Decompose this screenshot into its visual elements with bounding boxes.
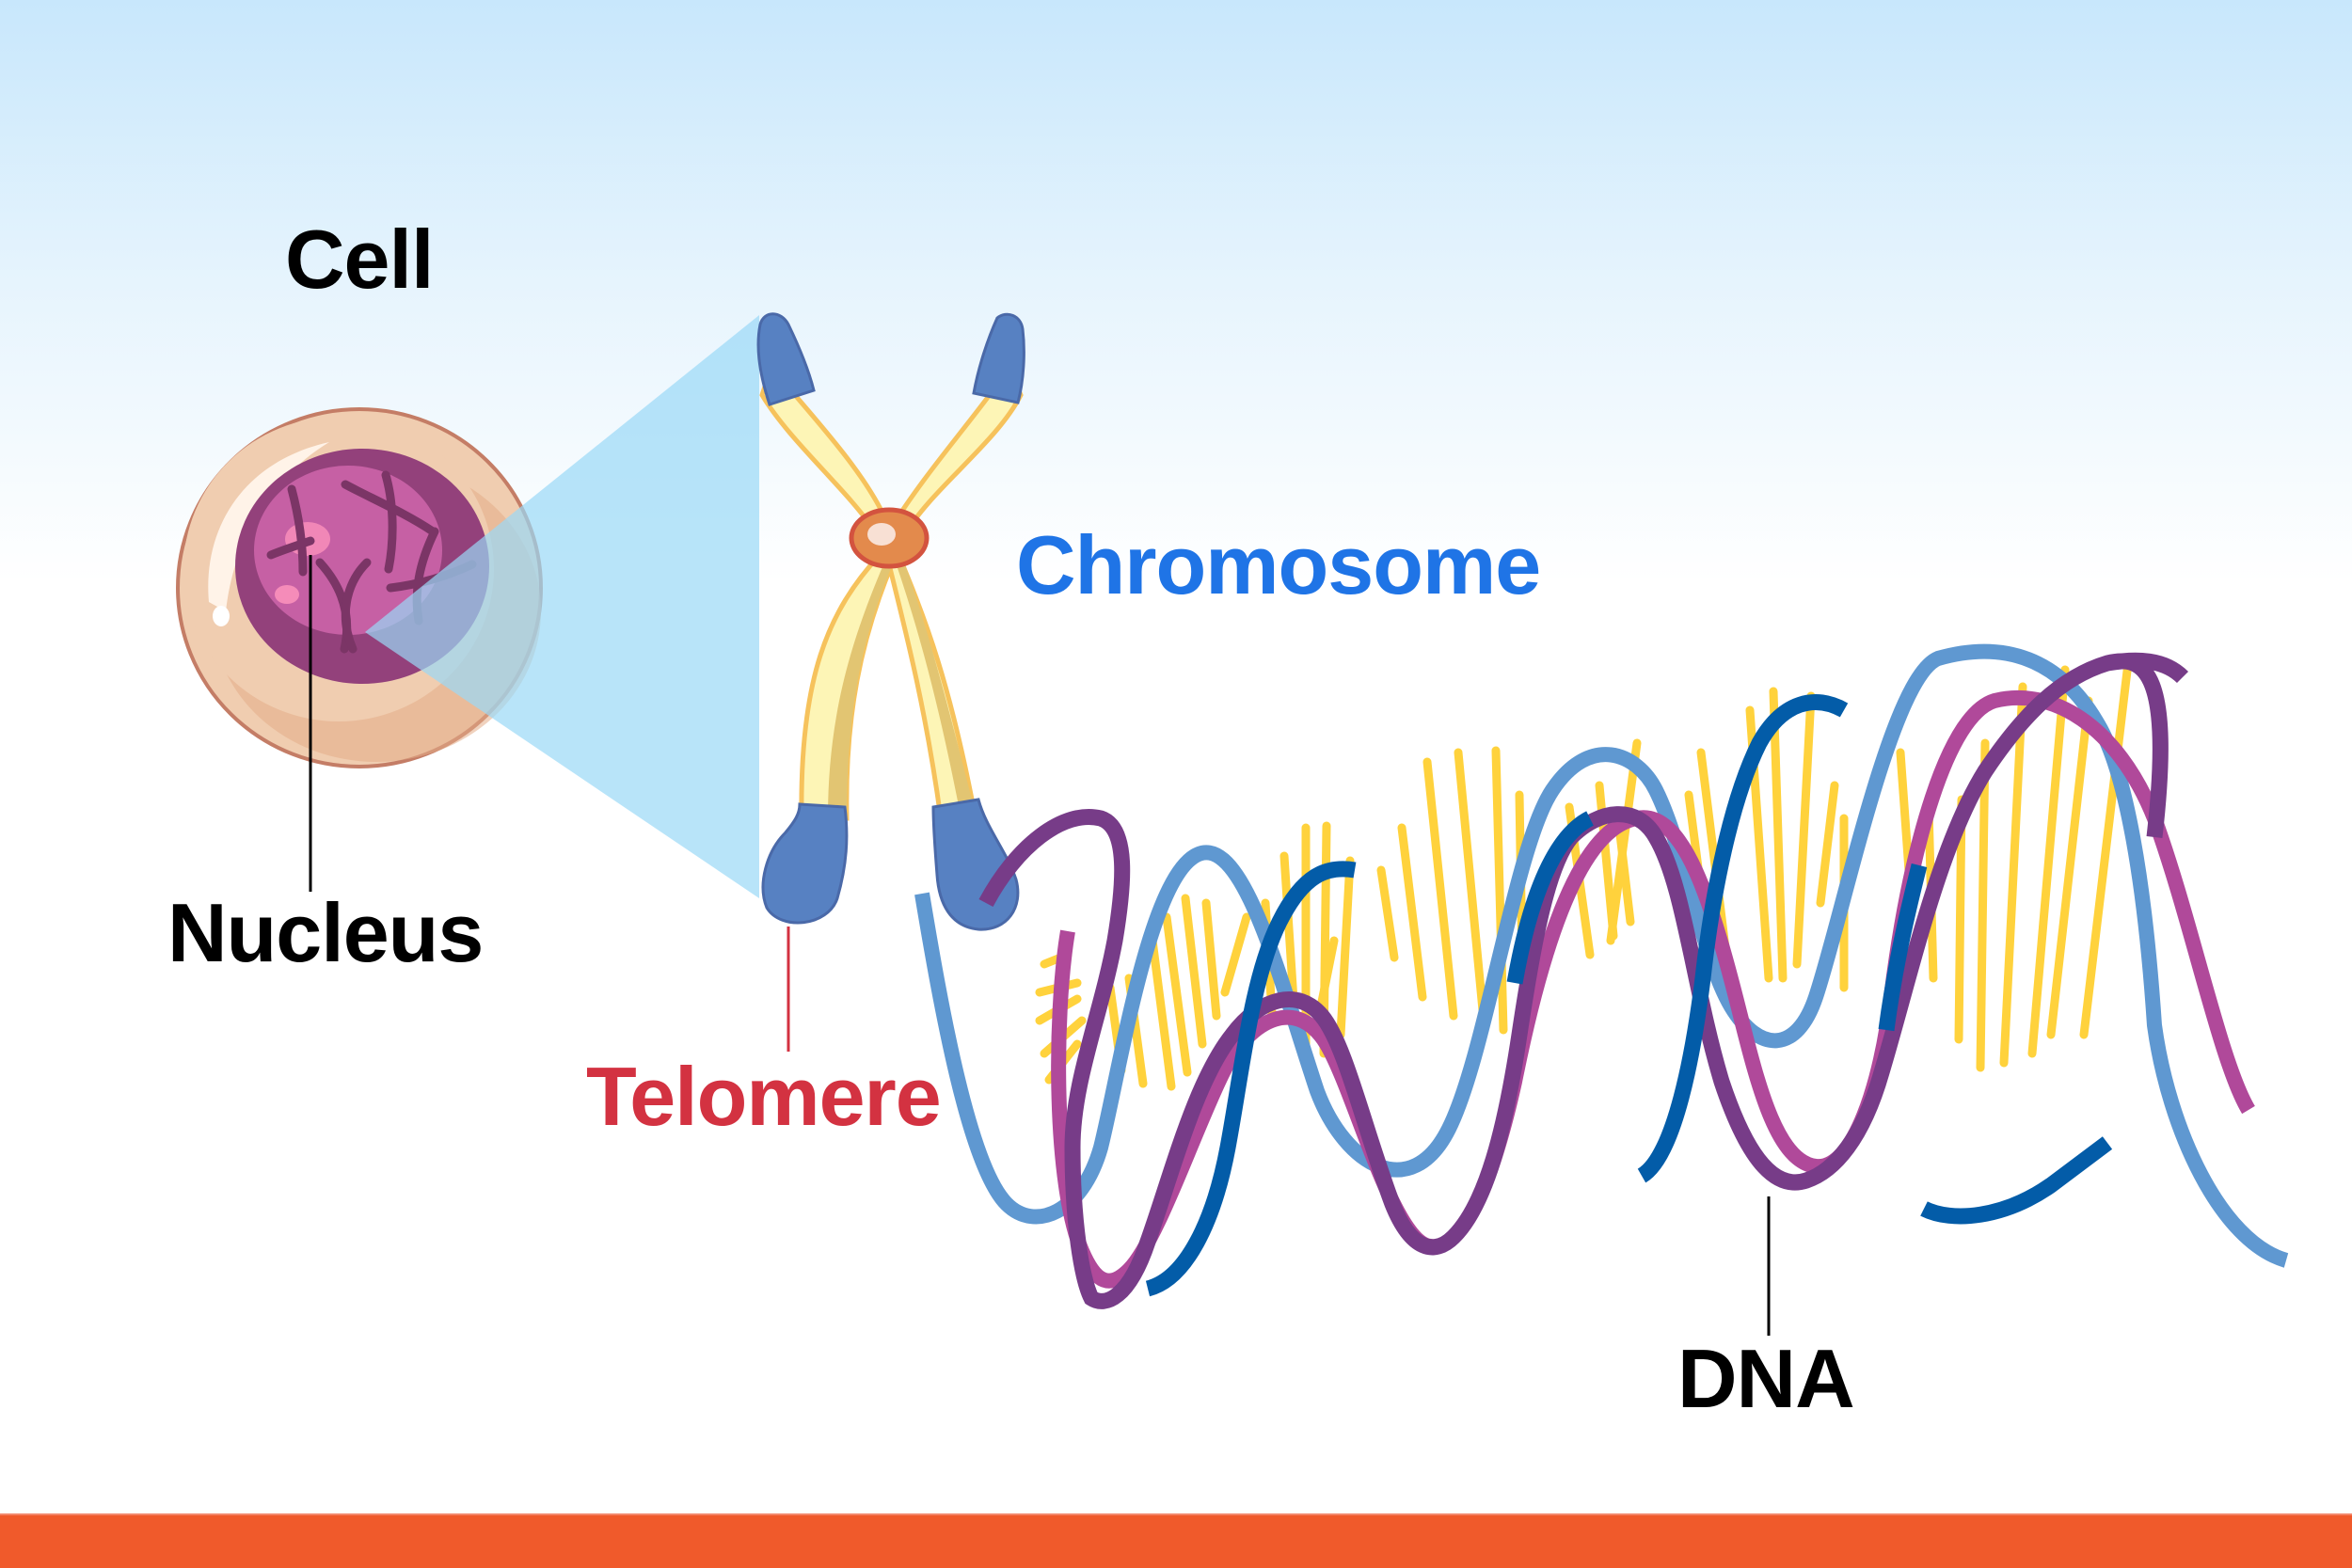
telomere-cap-bottom-left: [761, 802, 849, 925]
centromere-highlight: [867, 523, 896, 546]
dna-strand-dark-blue-main: [1145, 694, 2113, 1297]
footer-bar: [0, 1513, 2352, 1568]
chromosome-arm-shadow-right: [896, 562, 974, 811]
zoom-cone: [365, 315, 759, 898]
telomere-cap-top-right: [972, 312, 1025, 404]
chromosome-label: Chromosome: [1016, 518, 1541, 611]
nucleus-label: Nucleus: [167, 886, 484, 979]
dna-label: DNA: [1677, 1332, 1855, 1425]
cell-highlight: [208, 442, 329, 611]
cell-highlight-dot: [213, 606, 230, 626]
footer-bar-highlight: [0, 1513, 2352, 1515]
dna-helix: [914, 643, 2289, 1309]
chromosome-arm-shadow-left: [828, 562, 892, 818]
telomere-label: Telomere: [586, 1050, 942, 1143]
chromosome: [756, 312, 1025, 931]
cell-label: Cell: [285, 213, 434, 306]
telomere-cap-top-left: [756, 312, 816, 406]
nucleolus-small: [275, 585, 299, 604]
nucleus-chromosomes: [266, 470, 477, 654]
dna-strand-purple: [978, 652, 2189, 1309]
